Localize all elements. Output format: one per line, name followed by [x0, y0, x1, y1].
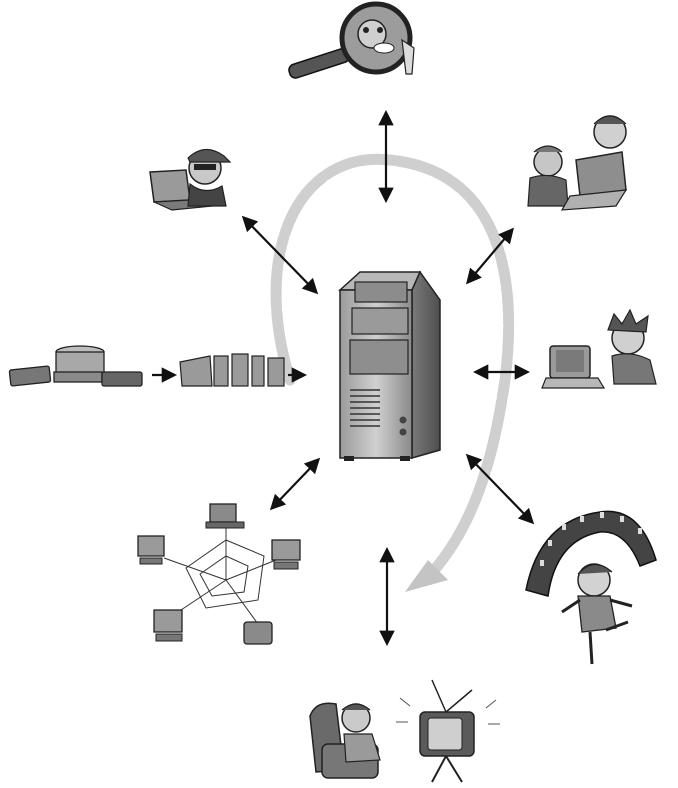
- tv-viewer-icon: [309, 679, 500, 783]
- net-monitor-2: [271, 539, 301, 561]
- binary-strip: [179, 353, 285, 387]
- kids-laptop-icon: [527, 115, 628, 211]
- net-monitor-4: [243, 621, 273, 645]
- media-digitize-icon: [8, 345, 285, 387]
- drive-bay-3: [349, 339, 409, 375]
- hacker-laptop-icon: [149, 148, 232, 211]
- vent-grille: [350, 389, 380, 427]
- server-tower: [338, 270, 441, 461]
- cycle-arrowhead: [405, 560, 448, 592]
- cassette-left: [8, 365, 52, 387]
- arrow-video: [465, 453, 535, 525]
- net-laptop: [209, 503, 237, 523]
- drive-bay-2: [351, 307, 409, 335]
- power-button: [399, 416, 407, 424]
- network-web-icon: [137, 503, 301, 645]
- power-led: [399, 428, 407, 436]
- arrow-remote-user: [241, 215, 319, 295]
- film-strip-icon: [525, 510, 657, 665]
- boy-desktop-icon: [541, 308, 657, 389]
- magnifier-icon: [288, 1, 415, 79]
- connection-arrows: [152, 109, 535, 647]
- arrow-collaborators: [466, 227, 514, 285]
- cassette-right: [101, 371, 143, 387]
- net-monitor-1: [137, 535, 165, 557]
- net-monitor-3: [153, 609, 183, 633]
- drive-bay-1: [354, 281, 408, 303]
- arrow-network: [269, 457, 321, 511]
